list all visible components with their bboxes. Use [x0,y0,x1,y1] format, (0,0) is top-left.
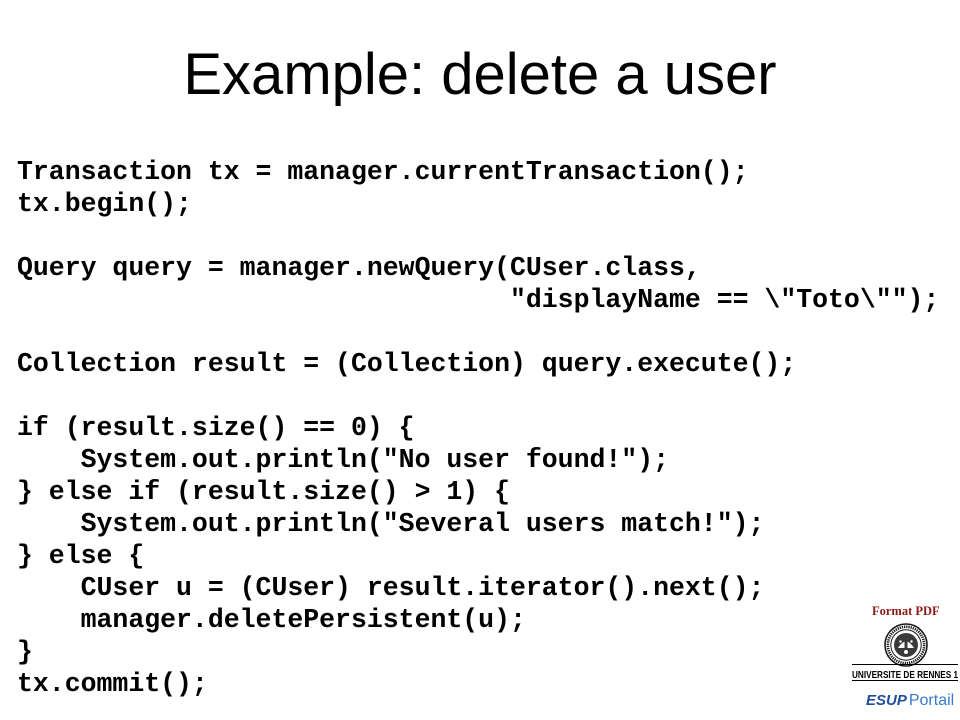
code-blank-line [17,220,947,252]
format-pdf-link[interactable]: Format PDF [872,604,940,618]
code-blank-line [17,316,947,348]
esup-logo-text: ESUP [866,692,907,709]
code-line: tx.commit(); [17,669,208,699]
code-line: System.out.println("No user found!"); [80,445,670,475]
code-line: } else { [17,541,145,571]
code-line: Transaction tx = manager.currentTransact… [17,157,749,187]
code-line: } else if (result.size() > 1) { [17,477,510,507]
code-line: Query query = manager.newQuery(CUser.cla… [17,253,701,283]
code-blank-line [17,380,947,412]
university-name: UNIVERSITE DE RENNES 1 [852,669,958,681]
code-line: Collection result = (Collection) query.e… [17,349,797,379]
code-line: CUser u = (CUser) result.iterator().next… [80,573,765,603]
code-line: } [17,637,33,667]
portail-logo-text: Portail [908,692,955,709]
code-line: tx.begin(); [17,189,192,219]
code-block: Transaction tx = manager.currentTransact… [17,156,947,700]
university-seal-icon [884,623,928,667]
code-line: if (result.size() == 0) { [17,413,415,443]
code-line: System.out.println("Several users match!… [80,509,765,539]
slide-title: Example: delete a user [183,42,777,107]
code-line: "displayName == \"Toto\""); [509,285,940,315]
university-logo: UNIVERSITE DE RENNES 1 [852,664,958,681]
code-line: manager.deletePersistent(u); [80,605,526,635]
